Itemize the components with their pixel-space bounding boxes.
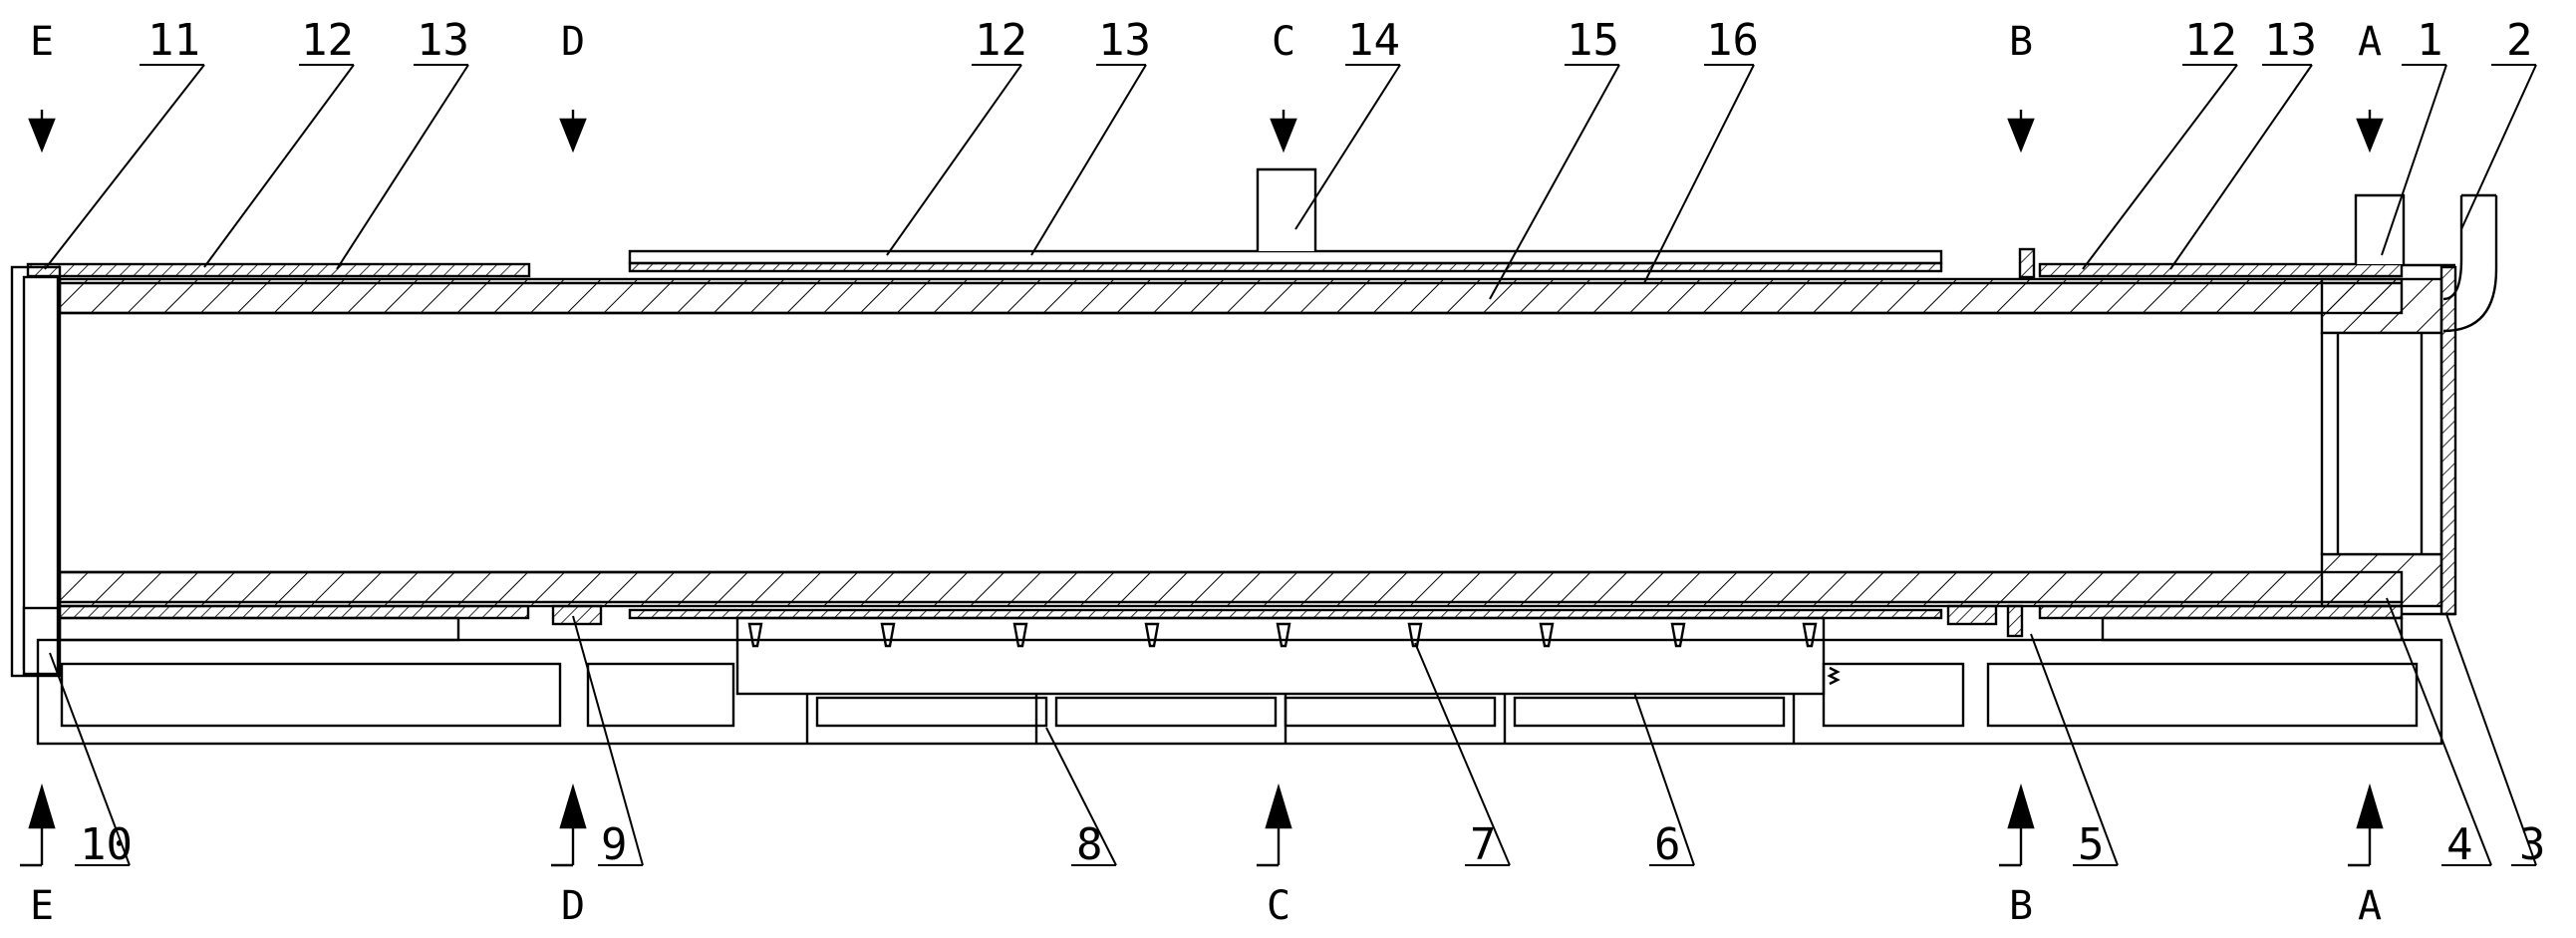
inlet-pipe: [2354, 193, 2406, 264]
leader-lines: [44, 64, 2537, 866]
base-compartment-7: [1822, 662, 1965, 728]
section-label-d-bottom: D: [561, 883, 585, 929]
left-bottom-seal: [58, 604, 530, 620]
right-support-bearing: [1946, 604, 1998, 626]
middle-top-seal: [628, 261, 1943, 273]
right-lower-rail: [2101, 616, 2404, 642]
right-flange-bore: [2320, 331, 2443, 556]
base-frame: [36, 638, 2443, 746]
left-lower-rail: [58, 616, 460, 642]
base-compartment-6: [1513, 696, 1786, 728]
base-compartment-1: [60, 662, 562, 728]
part-label-13-right: 13: [2264, 15, 2317, 66]
left-top-cover-plate: [26, 262, 531, 278]
part-label-1: 1: [2417, 15, 2443, 66]
bent-outlet-pipe: [2442, 195, 2498, 333]
nozzle-manifold: [735, 616, 1826, 696]
middle-top-cover-plate: [628, 249, 1943, 265]
section-label-d-top: D: [561, 19, 585, 65]
spring-symbol: [1827, 666, 1841, 686]
base-compartment-2: [586, 662, 735, 728]
section-label-c-bottom: C: [1267, 883, 1290, 929]
part-label-3: 3: [2519, 819, 2546, 870]
section-label-c-top: C: [1272, 19, 1295, 65]
lower-tube-wall: [58, 570, 2404, 608]
part-label-11: 11: [147, 15, 200, 66]
right-flange-bottom: [2320, 552, 2443, 608]
section-label-b-bottom: B: [2009, 883, 2033, 929]
base-compartment-5: [1284, 696, 1497, 728]
top-stopper: [2018, 247, 2036, 279]
part-label-16: 16: [1706, 15, 1759, 66]
part-label-12-left: 12: [301, 15, 354, 66]
part-label-6: 6: [1654, 819, 1681, 870]
part-label-4: 4: [2446, 819, 2473, 870]
part-label-13-middle: 13: [1098, 15, 1151, 66]
top-nozzle: [1256, 167, 1317, 251]
part-label-13-left: 13: [417, 15, 469, 66]
section-label-e-top: E: [30, 19, 54, 65]
section-label-b-top: B: [2009, 19, 2033, 65]
part-label-10: 10: [80, 819, 133, 870]
part-label-9: 9: [601, 819, 628, 870]
section-label-e-bottom: E: [30, 883, 54, 929]
base-compartment-8: [1986, 662, 2419, 728]
part-label-7: 7: [1470, 819, 1497, 870]
right-bottom-stopper: [2006, 604, 2024, 638]
right-bottom-seal: [2038, 604, 2404, 620]
part-label-12-right: 12: [2184, 15, 2237, 66]
drawing-geometry: [10, 64, 2537, 867]
spray-nozzle-row: [747, 622, 1818, 648]
base-compartment-4: [1054, 696, 1278, 728]
part-label-15: 15: [1567, 15, 1619, 66]
right-end-cap: [2439, 265, 2457, 616]
right-top-cover-plate: [2038, 262, 2404, 278]
section-label-a-bottom: A: [2358, 883, 2382, 929]
base-compartment-3: [815, 696, 1048, 728]
section-label-a-top: A: [2358, 19, 2382, 65]
middle-bottom-seal: [628, 608, 1943, 620]
part-label-14: 14: [1347, 15, 1400, 66]
part-label-8: 8: [1076, 819, 1103, 870]
part-label-12-middle: 12: [975, 15, 1027, 66]
right-flange-top: [2320, 277, 2443, 335]
part-label-5: 5: [2078, 819, 2105, 870]
section-arrows-top: [28, 110, 2384, 154]
part-label-2: 2: [2506, 15, 2533, 66]
left-support-bearing: [551, 604, 603, 626]
section-arrows-bottom: [20, 782, 2384, 867]
